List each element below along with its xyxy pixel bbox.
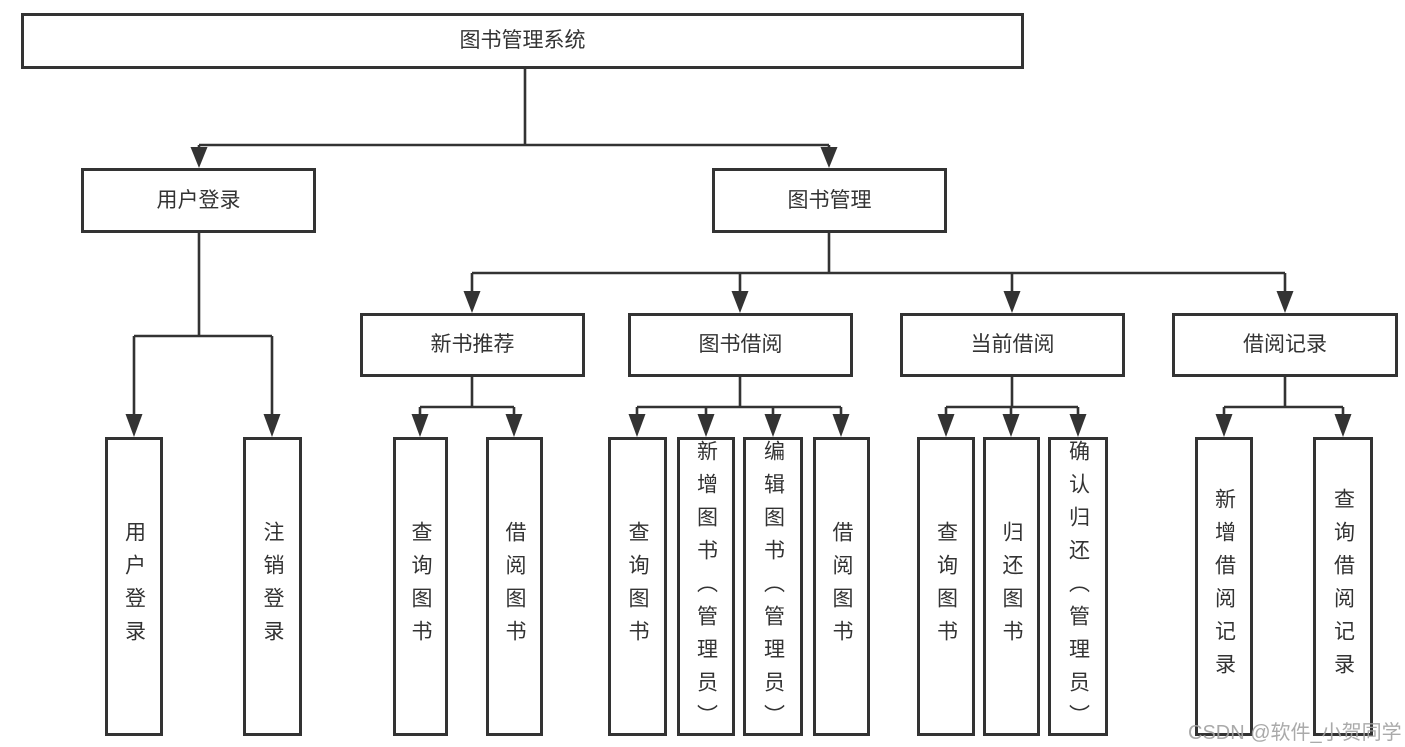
wire-newbook-to-leaves xyxy=(418,377,516,416)
node-label: 图书管理系统 xyxy=(459,29,586,53)
arrow-icon xyxy=(1069,414,1087,437)
arrow-icon xyxy=(731,291,749,313)
arrowheads xyxy=(125,147,1352,437)
node-label: 借阅图书 xyxy=(830,520,853,653)
node-book-borrowing: 图书借阅 xyxy=(628,313,853,377)
leaf-edit-books-admin: 编辑图书（管理员） xyxy=(743,437,803,737)
arrow-icon xyxy=(263,414,281,437)
leaf-borrow-books: 借阅图书 xyxy=(486,437,543,736)
leaf-search-books: 查询图书 xyxy=(393,437,448,736)
arrow-icon xyxy=(697,414,715,437)
node-label: 确认归还（管理员） xyxy=(1066,440,1090,737)
node-label: 新书推荐 xyxy=(430,333,515,357)
leaf-search-borrow-record: 查询借阅记录 xyxy=(1313,437,1373,736)
node-borrowing-records: 借阅记录 xyxy=(1172,313,1398,377)
arrow-icon xyxy=(505,414,523,437)
csdn-watermark: CSDN @软件_小贺同学 xyxy=(1188,722,1402,744)
arrow-icon xyxy=(820,147,838,168)
wire-records-to-leaves xyxy=(1222,377,1345,416)
arrow-icon xyxy=(628,414,646,437)
wire-root-to-level2 xyxy=(197,68,831,150)
leaf-add-borrow-record: 新增借阅记录 xyxy=(1195,437,1253,736)
leaf-search-books: 查询图书 xyxy=(608,437,667,736)
wire-userlogin-to-leaves xyxy=(132,233,274,416)
node-label: 查询图书 xyxy=(409,520,432,653)
node-label: 查询图书 xyxy=(934,520,958,653)
arrow-icon xyxy=(937,414,955,437)
arrow-icon xyxy=(832,414,850,437)
node-label: 图书管理 xyxy=(787,188,872,212)
node-user-login: 用户登录 xyxy=(81,168,316,233)
leaf-return-books: 归还图书 xyxy=(983,437,1040,736)
arrow-icon xyxy=(125,414,143,437)
leaf-logout: 注销登录 xyxy=(243,437,302,736)
node-label: 用户登录 xyxy=(156,188,241,212)
leaf-user-login: 用户登录 xyxy=(105,437,163,736)
arrow-icon xyxy=(1334,414,1352,437)
node-label: 借阅记录 xyxy=(1243,333,1327,357)
node-label: 用户登录 xyxy=(122,520,146,653)
node-label: 注销登录 xyxy=(261,520,284,653)
node-label: 新增图书（管理员） xyxy=(694,440,718,737)
leaf-search-books: 查询图书 xyxy=(917,437,975,736)
node-label: 编辑图书（管理员） xyxy=(761,440,785,737)
arrow-icon xyxy=(1002,414,1020,437)
node-label: 借阅图书 xyxy=(503,520,526,653)
node-new-book-recommendation: 新书推荐 xyxy=(360,313,585,377)
node-current-borrowing: 当前借阅 xyxy=(900,313,1125,377)
node-library-management-system: 图书管理系统 xyxy=(21,13,1024,69)
node-label: 新增借阅记录 xyxy=(1212,487,1236,686)
arrow-icon xyxy=(411,414,429,437)
leaf-borrow-books: 借阅图书 xyxy=(813,437,870,736)
arrow-icon xyxy=(463,291,481,313)
wire-borrow-to-leaves xyxy=(635,377,843,416)
arrow-icon xyxy=(1215,414,1233,437)
node-book-management: 图书管理 xyxy=(712,168,947,233)
arrow-icon xyxy=(764,414,782,437)
arrow-icon xyxy=(1276,291,1294,313)
wire-current-to-leaves xyxy=(944,377,1080,416)
node-label: 查询图书 xyxy=(626,520,649,653)
wire-bookmgmt-to-level3 xyxy=(470,233,1287,292)
leaf-add-books-admin: 新增图书（管理员） xyxy=(677,437,735,737)
arrow-icon xyxy=(190,147,208,168)
node-label: 当前借阅 xyxy=(970,333,1055,357)
node-label: 归还图书 xyxy=(1000,520,1023,653)
arrow-icon xyxy=(1003,291,1021,313)
node-label: 图书借阅 xyxy=(698,333,783,357)
leaf-confirm-return-admin: 确认归还（管理员） xyxy=(1048,437,1108,737)
node-label: 查询借阅记录 xyxy=(1331,487,1355,686)
